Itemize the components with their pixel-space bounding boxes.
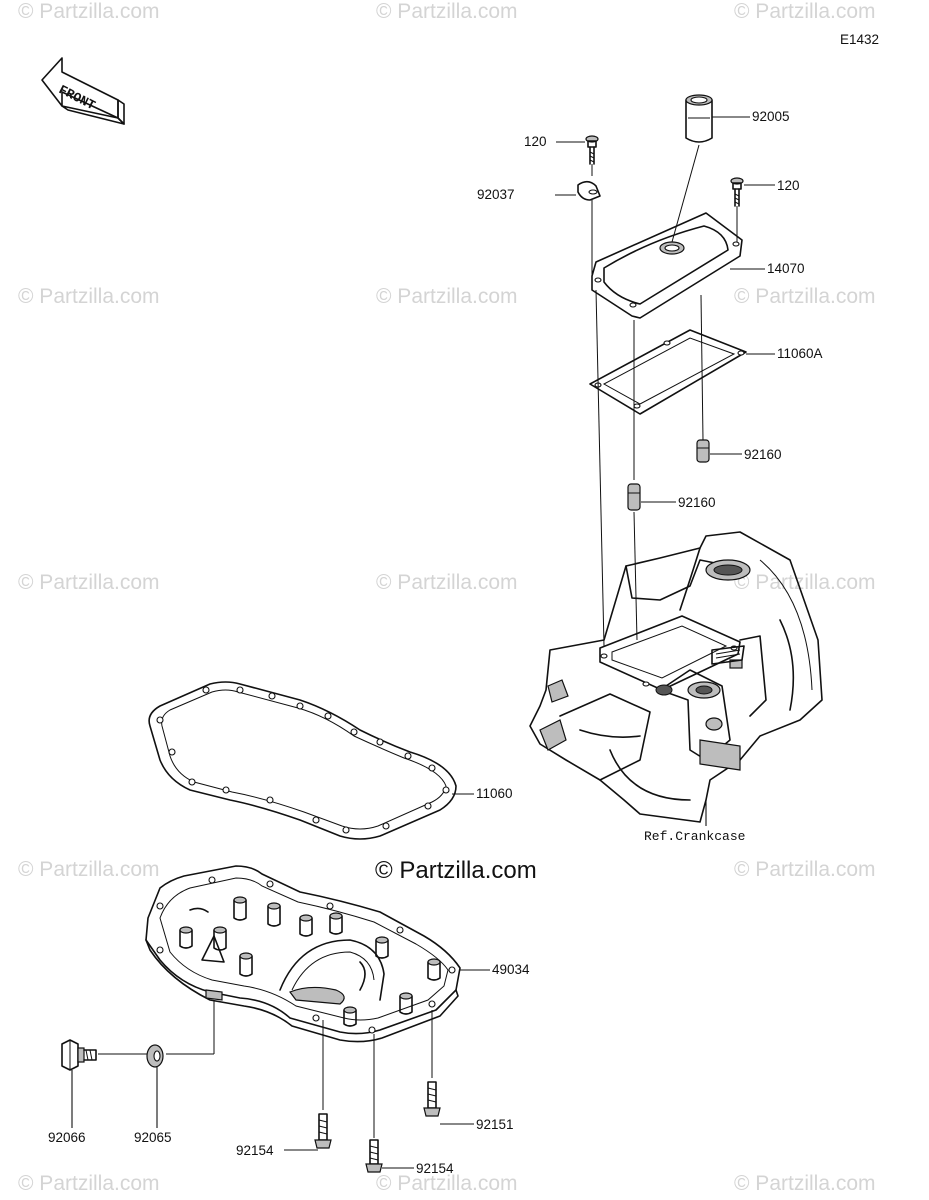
watermark: © Partzilla.com <box>376 0 518 23</box>
watermark: © Partzilla.com <box>18 285 160 308</box>
diagram-code: E1432 <box>840 32 879 47</box>
reference-label: Ref.Crankcase <box>644 829 745 844</box>
cover <box>591 212 743 319</box>
part-label-92154-center: 92154 <box>416 1161 454 1176</box>
part-label-120-left: 120 <box>524 134 547 149</box>
gasket-bolt-holes <box>156 686 450 834</box>
dowel-pin-left <box>627 483 641 511</box>
part-label-92065: 92065 <box>134 1130 172 1145</box>
part-label-92151: 92151 <box>476 1117 514 1132</box>
oil-pan <box>145 865 461 1043</box>
watermark: © Partzilla.com <box>734 285 876 308</box>
part-label-92037: 92037 <box>477 187 515 202</box>
clamp <box>577 180 601 201</box>
watermark: © Partzilla.com <box>376 285 518 308</box>
drain-washer <box>146 1044 164 1068</box>
part-label-92154-left: 92154 <box>236 1143 274 1158</box>
oil-filler-plug <box>685 94 713 143</box>
crankcase <box>529 531 823 823</box>
part-label-92066: 92066 <box>48 1130 86 1145</box>
watermark: © Partzilla.com <box>734 1172 876 1195</box>
gasket-small <box>589 329 747 415</box>
watermark: © Partzilla.com <box>734 0 876 23</box>
watermark: © Partzilla.com <box>376 1172 518 1195</box>
part-label-120-right: 120 <box>777 178 800 193</box>
part-label-11060A: 11060A <box>777 346 823 361</box>
center-watermark: © Partzilla.com <box>375 857 537 884</box>
part-label-14070: 14070 <box>767 261 805 276</box>
watermark: © Partzilla.com <box>18 858 160 881</box>
watermark: © Partzilla.com <box>18 0 160 23</box>
part-label-92005: 92005 <box>752 109 790 124</box>
oil-pan-bosses <box>179 896 441 1027</box>
watermark: © Partzilla.com <box>734 858 876 881</box>
oil-pan-flange-holes <box>156 876 456 1034</box>
bolt-92151 <box>423 1081 441 1117</box>
bolt-120-left <box>585 135 599 165</box>
part-label-11060: 11060 <box>476 786 513 801</box>
front-arrow-icon: FRONT <box>41 57 125 125</box>
watermark: © Partzilla.com <box>18 571 160 594</box>
bolt-120-right <box>730 177 744 207</box>
part-label-92160-left: 92160 <box>678 495 716 510</box>
part-label-92160-right: 92160 <box>744 447 782 462</box>
watermark: © Partzilla.com <box>734 571 876 594</box>
gasket-large <box>148 681 457 840</box>
watermark-grid: © Partzilla.com © Partzilla.com © Partzi… <box>18 0 876 1195</box>
bolt-92154-center <box>365 1139 383 1173</box>
part-label-49034: 49034 <box>492 962 530 977</box>
watermark: © Partzilla.com <box>376 571 518 594</box>
bolt-92154-left <box>314 1113 332 1149</box>
dowel-pin-right <box>696 439 710 463</box>
watermark: © Partzilla.com <box>18 1172 160 1195</box>
drain-plug <box>61 1039 97 1071</box>
